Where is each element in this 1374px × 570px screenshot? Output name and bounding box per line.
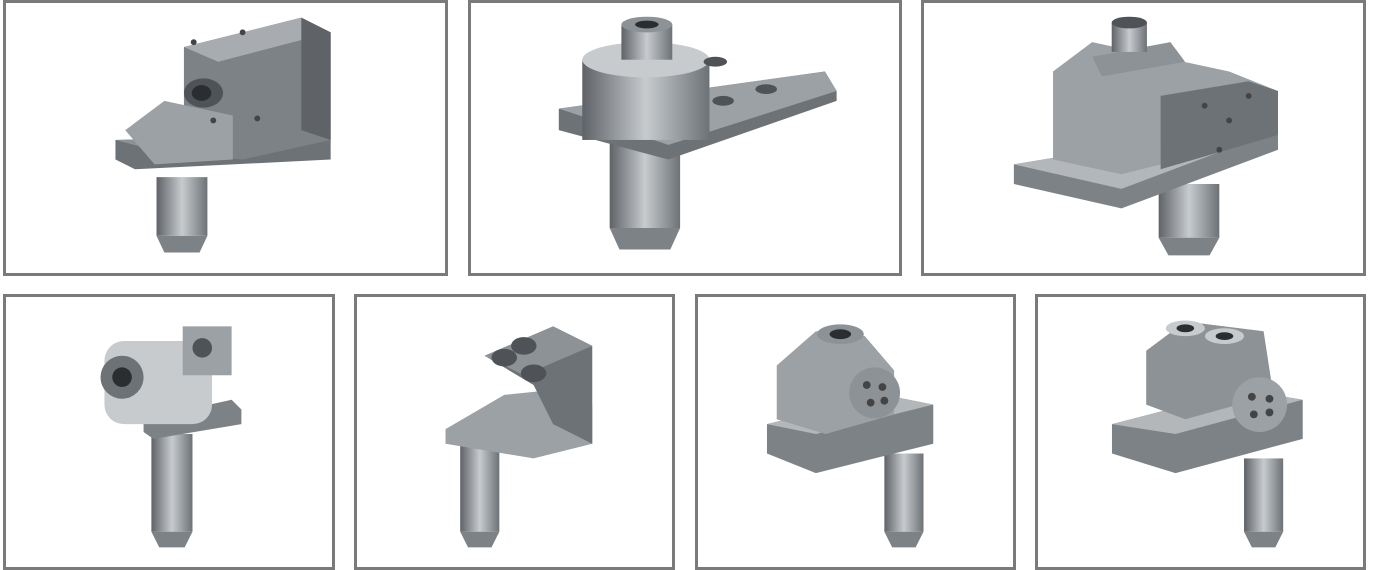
tool-holder-panel-4[interactable] (3, 294, 335, 570)
block-holder-image (1013, 16, 1279, 256)
tool-holder-panel-2[interactable] (468, 0, 902, 276)
flange-plate-holder-image (558, 16, 837, 250)
right-angle-spindle-image (100, 326, 242, 548)
angled-block-image (445, 326, 593, 548)
tool-holder-panel-5[interactable] (354, 294, 675, 570)
axial-tool-holder-image (115, 17, 331, 253)
tool-holder-panel-3[interactable] (921, 0, 1366, 276)
tool-holder-panel-1[interactable] (3, 0, 448, 276)
radial-housing-single-image (766, 324, 934, 548)
tool-holder-panel-7[interactable] (1035, 294, 1366, 570)
tool-holder-panel-6[interactable] (695, 294, 1016, 570)
radial-housing-double-image (1111, 320, 1303, 548)
